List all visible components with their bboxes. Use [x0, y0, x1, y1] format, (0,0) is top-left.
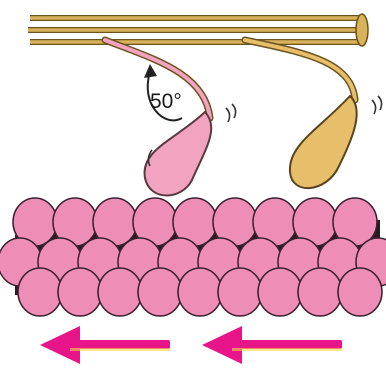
actin-bead [18, 268, 62, 316]
left-arrow-icon [40, 326, 170, 364]
angle-label: 50° [150, 90, 182, 113]
myosin-head-right [245, 40, 357, 188]
actin-bead [98, 268, 142, 316]
filament-end-cap [356, 14, 368, 46]
actin-bead [178, 268, 222, 316]
myosin-head-left [105, 40, 211, 196]
actin-filament [0, 198, 386, 316]
actin-bead [138, 268, 182, 316]
actin-bead [58, 268, 102, 316]
thick-filament-bundle [28, 14, 368, 46]
actin-bead [258, 268, 302, 316]
direction-arrows [40, 326, 342, 364]
left-arrow-icon [202, 326, 342, 364]
actin-bead [338, 268, 382, 316]
actin-bead [218, 268, 262, 316]
actin-bead [298, 268, 342, 316]
